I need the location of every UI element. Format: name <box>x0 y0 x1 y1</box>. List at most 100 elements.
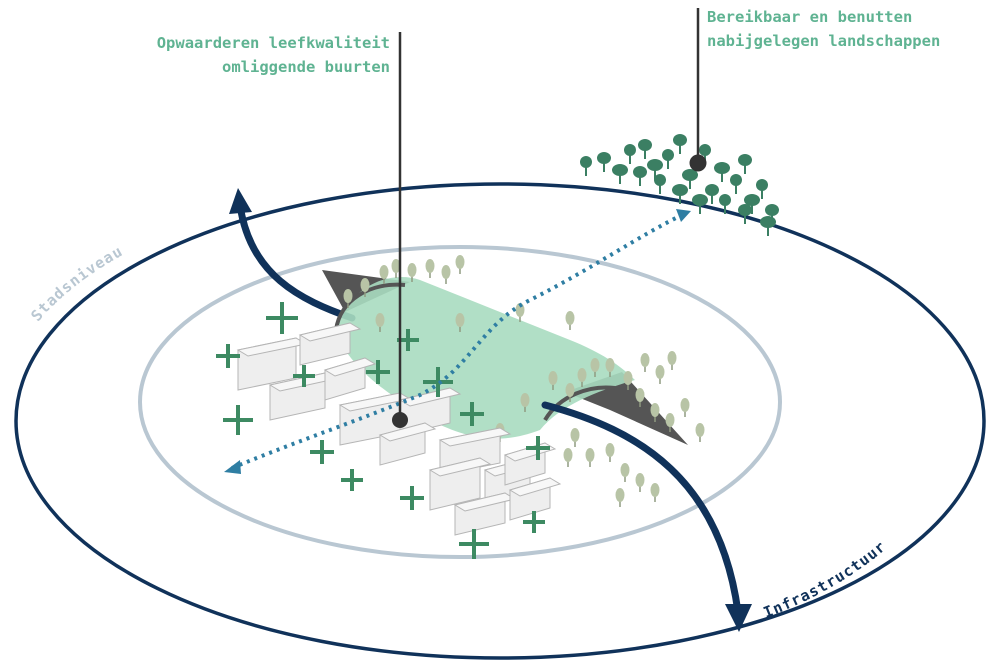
tree-icon <box>360 278 370 297</box>
arrow-head-icon <box>725 604 752 632</box>
infrastructuur-label: Infrastructuur <box>761 537 890 622</box>
annotation-left-line1: Opwaarderen leefkwaliteit <box>156 34 390 52</box>
plus-icon <box>216 344 240 368</box>
tree-icon <box>570 428 580 447</box>
tree-icon <box>580 156 592 176</box>
plus-icon <box>266 302 298 334</box>
building-block <box>428 457 492 511</box>
building-block <box>378 422 437 466</box>
tree-icon <box>343 289 353 308</box>
tree-icon <box>620 463 630 482</box>
outer-ring <box>14 182 986 660</box>
tree-icon <box>548 371 558 390</box>
park-trees <box>343 255 705 507</box>
tree-icon <box>605 443 615 462</box>
building-block <box>323 357 377 401</box>
plus-icon <box>423 367 453 397</box>
inner-ring <box>138 245 782 559</box>
annotation-right-line1: Bereikbaar en benutten <box>707 8 913 26</box>
tree-icon <box>730 174 742 194</box>
tree-icon <box>590 358 600 377</box>
tree-icon <box>695 423 705 442</box>
tree-icon <box>705 184 719 204</box>
tree-icon <box>654 174 666 194</box>
tree-icon <box>655 365 665 384</box>
tree-icon <box>565 311 575 330</box>
tree-icon <box>612 164 628 184</box>
annotation-landschappen: Bereikbaar en benutten nabijgelegen land… <box>707 5 940 53</box>
tree-icon <box>623 371 633 390</box>
plus-icon <box>397 329 419 351</box>
tree-icon <box>391 259 401 278</box>
tree-icon <box>375 313 385 332</box>
tree-icon <box>714 162 730 182</box>
tree-icon <box>597 152 611 172</box>
tunnel-right <box>543 385 616 422</box>
tree-icon <box>379 265 389 284</box>
tree-icon <box>647 159 663 179</box>
plus-icon <box>459 529 489 559</box>
tree-icon <box>455 313 465 332</box>
building-block <box>508 477 562 521</box>
plus-icon <box>293 365 315 387</box>
tree-icon <box>673 134 687 154</box>
connection-dotted-line <box>231 212 685 470</box>
tree-icon <box>624 144 636 164</box>
tree-icon <box>640 353 650 372</box>
tree-icon <box>665 413 675 432</box>
tree-icon <box>633 166 647 186</box>
tree-icon <box>577 368 587 387</box>
tree-icon <box>662 149 674 169</box>
plus-icon <box>523 511 545 533</box>
residential-blocks <box>236 322 562 536</box>
landscape-forest <box>580 134 779 236</box>
arrow-head-icon <box>224 460 241 474</box>
tunnel-left <box>334 282 406 331</box>
tree-icon <box>605 358 615 377</box>
stadsniveau-label-text: Stadsniveau <box>27 242 125 325</box>
plus-icon <box>310 440 334 464</box>
building-block <box>298 322 362 366</box>
tree-icon <box>650 483 660 502</box>
tree-icon <box>672 184 688 204</box>
tree-icon <box>738 204 752 224</box>
tree-icon <box>407 263 417 282</box>
stadsniveau-label: Stadsniveau <box>27 242 126 325</box>
tree-icon <box>441 265 451 284</box>
location-marker-icon <box>689 154 707 172</box>
annotation-right-line2: nabijgelegen landschappen <box>707 32 941 50</box>
building-block <box>338 392 412 446</box>
tree-icon <box>667 351 677 370</box>
tree-icon <box>744 194 760 214</box>
plus-icon <box>223 405 253 435</box>
infrastructure-arrow-upper <box>236 201 356 322</box>
tree-icon <box>680 398 690 417</box>
annotation-left-line2: omliggende buurten <box>222 58 390 76</box>
arrow-head-icon <box>229 188 252 214</box>
tree-icon <box>650 403 660 422</box>
plus-icon <box>460 402 484 426</box>
tree-icon <box>455 255 465 274</box>
tree-icon <box>692 194 708 214</box>
tree-icon <box>682 169 698 189</box>
infrastructure-arrow-lower <box>541 401 742 616</box>
arrow-head-icon <box>676 209 691 222</box>
infrastructuur-label-text: Infrastructuur <box>761 537 889 622</box>
tree-icon <box>760 216 776 236</box>
tree-icon <box>738 154 752 174</box>
tree-icon <box>756 179 768 199</box>
tree-icon <box>563 448 573 467</box>
plus-icon <box>341 469 363 491</box>
tree-icon <box>719 194 731 214</box>
tree-icon <box>635 388 645 407</box>
plus-icon <box>526 436 550 460</box>
building-block <box>453 492 517 536</box>
quality-improvements <box>216 302 550 559</box>
tree-icon <box>425 259 435 278</box>
tree-icon <box>615 488 625 507</box>
plus-icon <box>400 486 424 510</box>
tree-icon <box>638 139 652 159</box>
annotation-leefkwaliteit: Opwaarderen leefkwaliteit omliggende buu… <box>157 31 390 79</box>
